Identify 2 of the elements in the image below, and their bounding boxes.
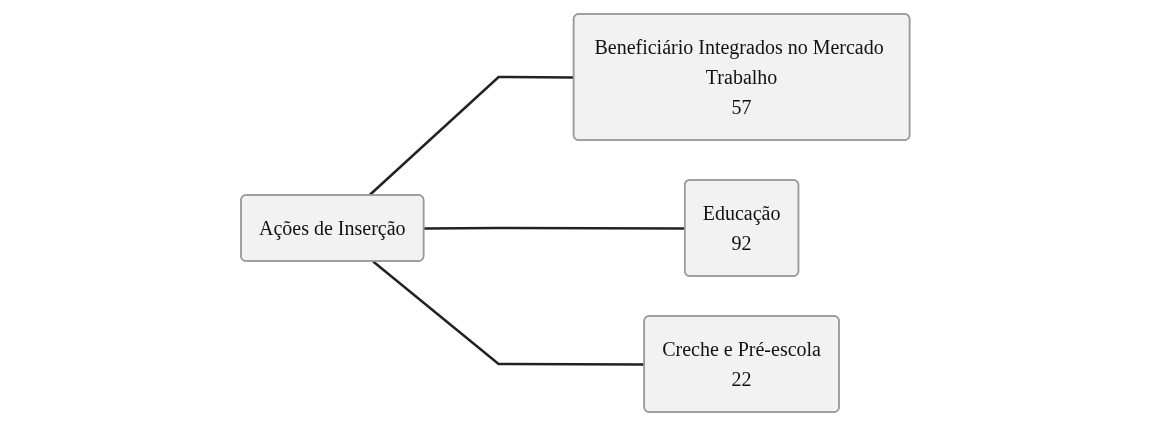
- connector: [423, 226, 685, 230]
- connector: [368, 75, 574, 197]
